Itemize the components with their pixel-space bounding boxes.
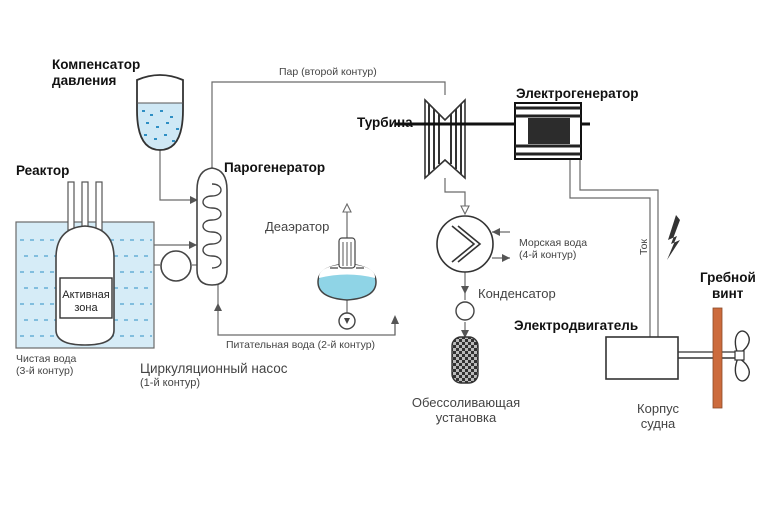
power-cable-a — [569, 160, 651, 338]
steam-line-label: Пар (второй контур) — [279, 66, 377, 78]
arrow-hot-leg — [189, 241, 197, 249]
arrow-sea-in — [492, 228, 500, 236]
circulation-pump — [160, 250, 192, 282]
hull-label: Корпус судна — [628, 401, 688, 432]
pressurizer-label-line2: давления — [52, 72, 117, 88]
lightning-icon — [667, 215, 680, 260]
pressurizer-label: Компенсатор давления — [52, 57, 140, 88]
condenser — [436, 215, 494, 321]
steam-generator-label: Парогенератор — [224, 160, 326, 175]
circulation-pump-label-line1: Циркуляционный насос — [140, 361, 288, 376]
desalination-label: Обессоливающая установка — [411, 395, 521, 426]
reactor-vessel — [55, 181, 115, 346]
feed-water-label: Питательная вода (2-й контур) — [226, 339, 376, 351]
turbine — [395, 98, 518, 180]
current-label: Ток — [638, 238, 650, 255]
steam-generator — [196, 167, 228, 286]
motor-label: Электродвигатель — [514, 318, 639, 333]
arrow-condenser-in — [460, 205, 470, 216]
hollow-arrows — [342, 202, 470, 216]
sea-water-label-line2: (4-й контур) — [519, 249, 577, 262]
active-zone-label: Активная зона — [60, 289, 112, 314]
hull-label-line1: Корпус — [637, 401, 679, 416]
clean-water-label: Чистая вода (3-й контур) — [16, 353, 76, 377]
condenser-label: Конденсатор — [478, 286, 556, 301]
pressurizer — [136, 74, 184, 151]
propeller-label-line1: Гребной — [700, 270, 756, 285]
generator — [514, 102, 590, 160]
turbine-label: Турбина — [357, 115, 413, 130]
arrow-feedwater — [214, 303, 222, 311]
active-zone-label-line2: зона — [74, 301, 98, 314]
condensate-pump — [455, 301, 475, 321]
arrow-condensate — [461, 286, 469, 294]
power-cable-b — [579, 160, 659, 338]
turbine-exhaust — [444, 178, 466, 212]
arrow-sea-out — [502, 254, 510, 262]
deaerator-label: Деаэратор — [265, 219, 330, 234]
active-zone — [59, 277, 113, 319]
sea-water-label: Морская вода (4-й контур) — [519, 237, 587, 261]
reactor-label: Реактор — [16, 163, 70, 178]
circulation-pump-label: Циркуляционный насос (1-й контур) — [140, 361, 288, 389]
circulation-pump-label-line2: (1-й контур) — [140, 376, 201, 389]
ship-hull — [712, 307, 723, 409]
arrow-pressurizer — [190, 196, 198, 204]
propeller-label: Гребной винт — [700, 270, 756, 301]
desalination-label-line2: установка — [435, 409, 497, 425]
deaerator — [317, 237, 377, 330]
generator-label: Электрогенератор — [516, 86, 639, 101]
desalination-label-line1: Обессоливающая — [411, 395, 521, 410]
propeller-label-line2: винт — [712, 285, 744, 301]
propeller — [734, 330, 750, 382]
arrow-deaerator-in — [342, 202, 352, 213]
steam-line — [211, 81, 446, 168]
sea-water-label-line1: Морская вода — [519, 237, 588, 249]
clean-water-label-line1: Чистая вода — [16, 353, 77, 365]
desalination-unit — [451, 336, 479, 384]
electric-motor — [605, 336, 735, 380]
arrow-condensate-2 — [461, 330, 469, 338]
pressurizer-label-line1: Компенсатор — [52, 57, 141, 72]
hull-label-line2: судна — [640, 415, 676, 431]
pressurizer-pipe — [159, 150, 190, 201]
active-zone-label-line1: Активная — [62, 289, 110, 301]
arrow-feed-up — [391, 315, 399, 324]
clean-water-label-line2: (3-й контур) — [16, 365, 74, 378]
